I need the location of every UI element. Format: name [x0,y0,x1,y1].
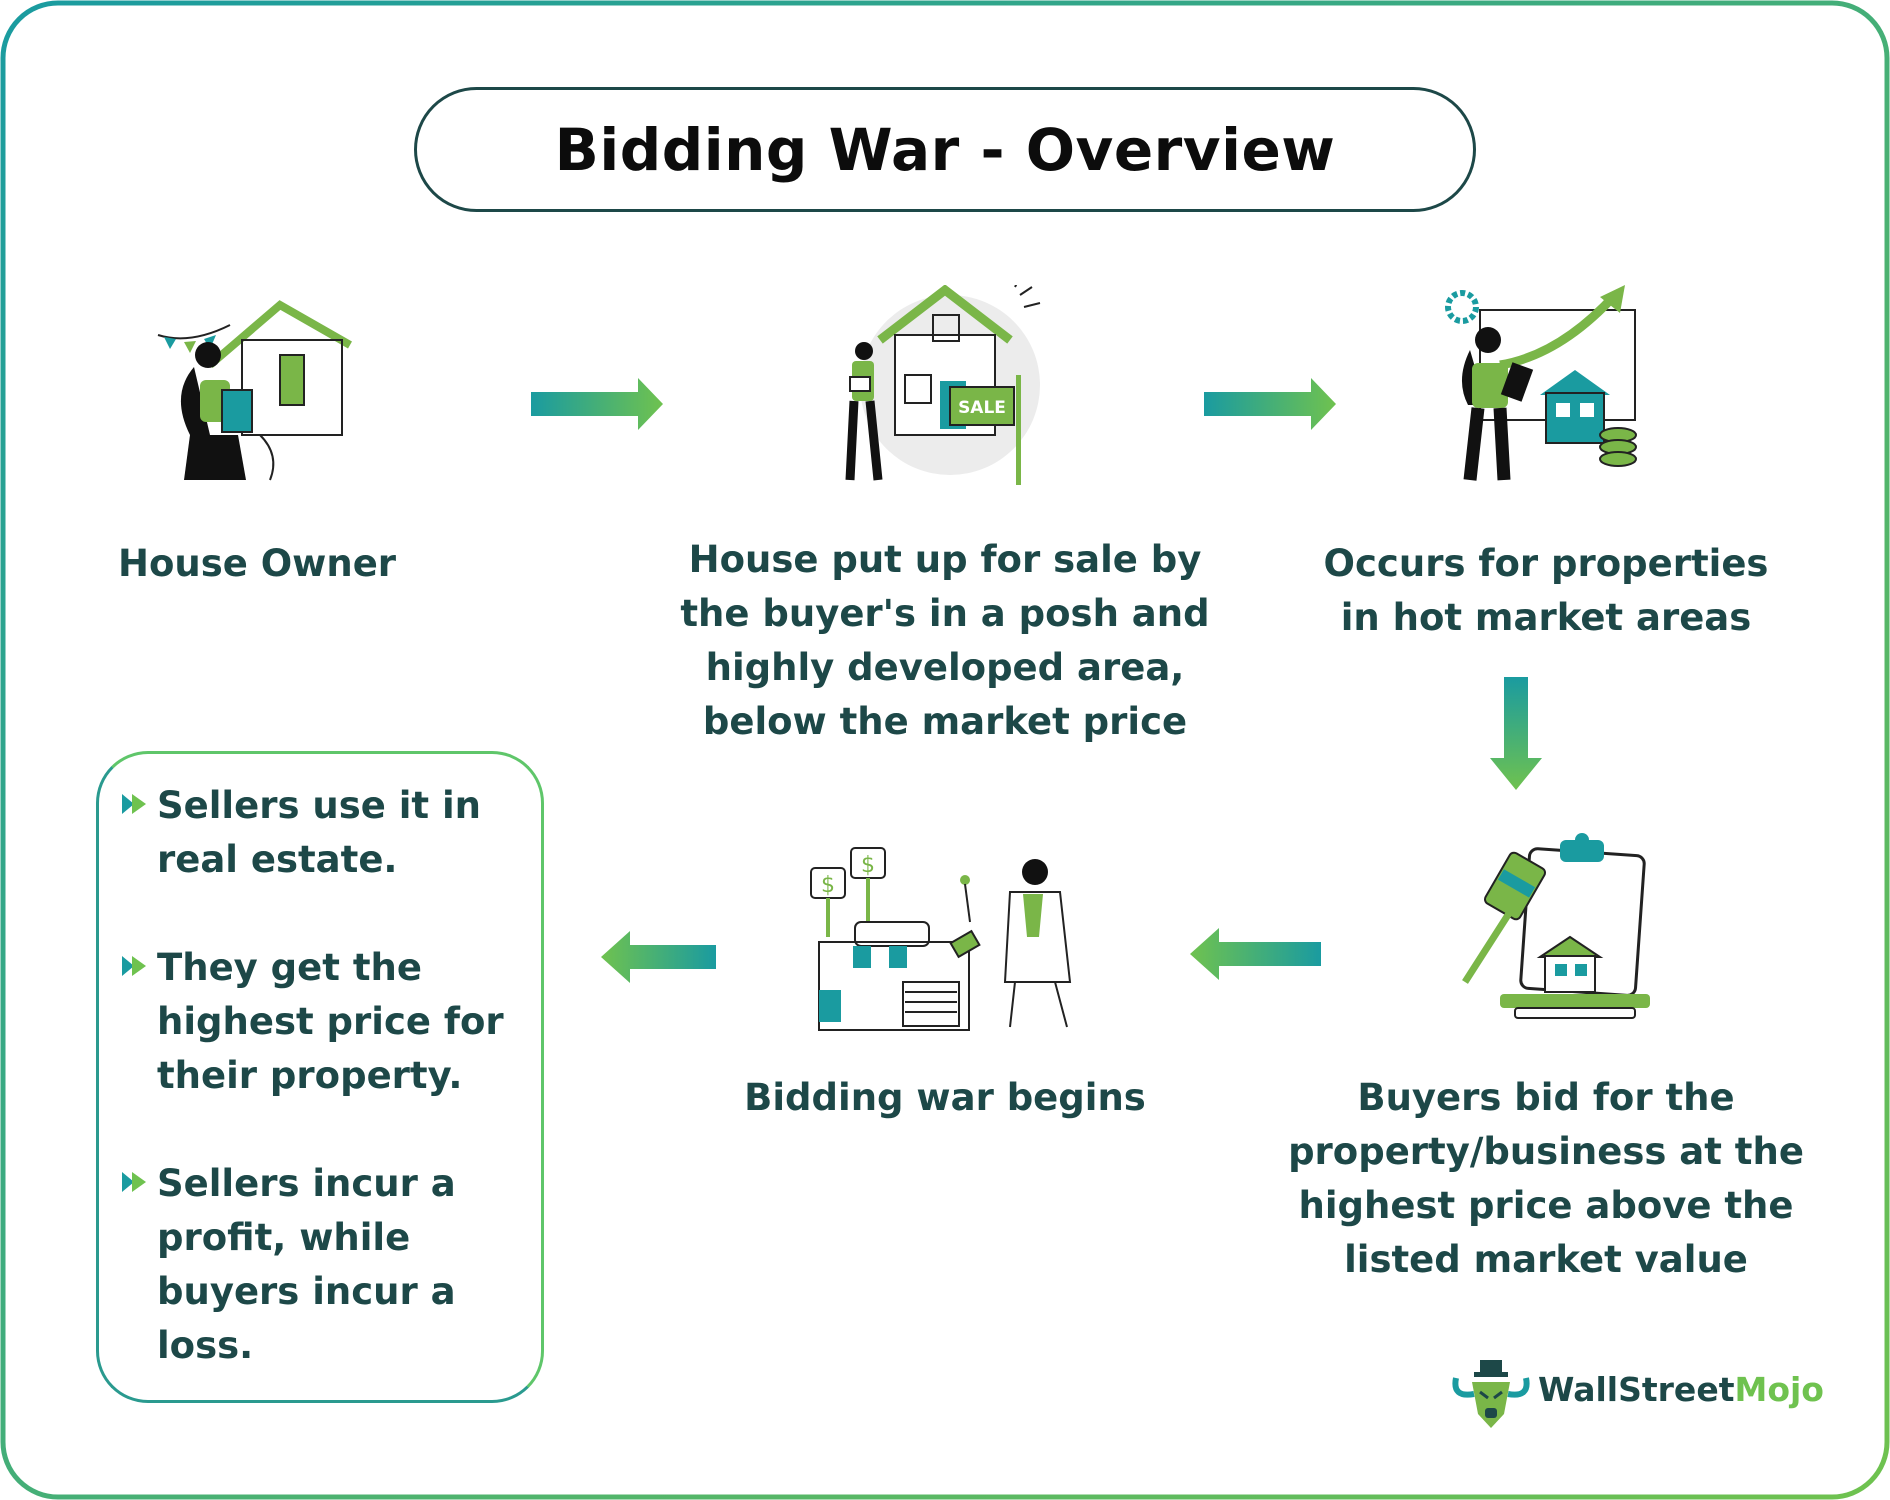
summary-box [96,751,544,1403]
woman-with-tablet-and-rising-chart-icon [1445,285,1637,481]
house-for-sale-sign-icon: SALE [845,285,1041,485]
bull-head-logo-icon [1452,1360,1530,1428]
arrow-right-1 [531,378,663,430]
arrow-right-2 [1204,378,1336,430]
man-bidding-with-dollar-signs-icon: $ $ [810,847,1072,1031]
step-label-hot-market: Occurs for properties in hot market area… [1323,542,1769,639]
svg-text:$: $ [861,853,875,878]
woman-holding-clipboard-by-house-icon [157,300,352,481]
svg-text:$: $ [821,873,835,898]
arrow-left-1 [1190,928,1321,980]
wallstreetmojo-logo: WallStreetMojo [1450,1356,1824,1432]
auction-gavel-house-clipboard-icon [1462,833,1650,1019]
step-label-buyers-bid: Buyers bid for the property/business at … [1288,1076,1804,1281]
step-label-bidding-war-begins: Bidding war begins [744,1076,1146,1119]
step-label-house-for-sale: House put up for sale by the buyer's in … [680,538,1210,743]
step-label-house-owner: House Owner [118,542,397,585]
double-play-arrow-icon [122,794,146,814]
arrow-down [1490,677,1542,790]
logo-wordmark-mojo: Mojo [1734,1370,1824,1409]
double-play-arrow-icon [122,956,146,976]
logo-wordmark-wallstreet: WallStreet [1538,1370,1735,1409]
double-play-arrow-icon [122,1172,146,1192]
title-box: Bidding War - Overview [414,87,1476,212]
page-title: Bidding War - Overview [554,115,1336,184]
svg-text:SALE: SALE [958,398,1006,418]
arrow-left-2 [601,931,716,983]
